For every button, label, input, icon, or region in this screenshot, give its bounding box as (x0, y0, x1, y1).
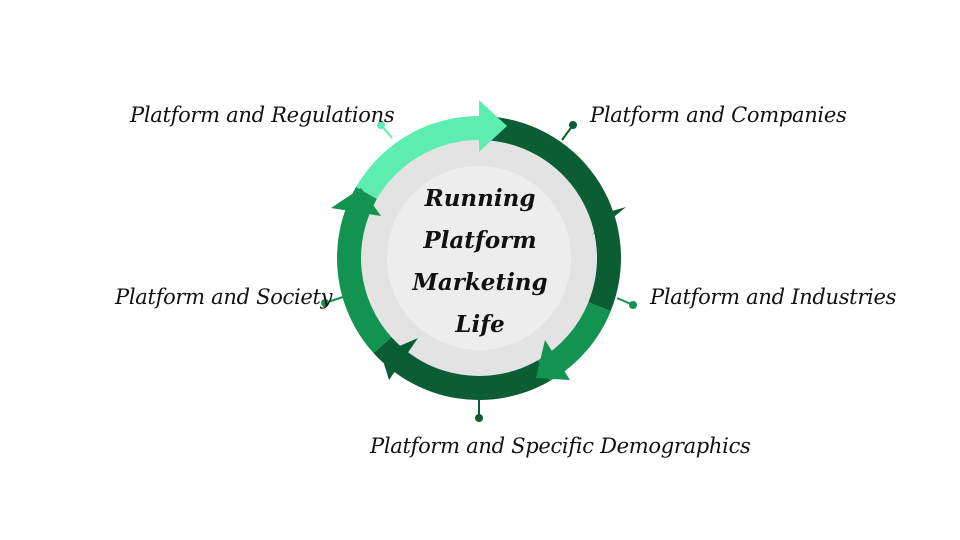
label-companies: Platform and Companies (590, 103, 847, 127)
connector-society (321, 296, 344, 307)
arrowhead-right-lower (536, 340, 570, 380)
label-industries: Platform and Industries (650, 285, 897, 309)
arrowhead-top (479, 100, 507, 152)
connector-companies (561, 121, 577, 141)
inner-disc-highlight (387, 166, 571, 350)
ring-segment-top-right (489, 116, 621, 312)
label-regulations: Platform and Regulations (130, 103, 395, 127)
ring-segment-bottom (373, 336, 550, 400)
center-title-line-4: Life (455, 311, 505, 338)
center-title: Running Platform Marketing Life (380, 178, 580, 346)
center-title-line-2: Platform (423, 227, 537, 254)
label-demographics: Platform and Specific Demographics (370, 434, 751, 458)
arrowhead-right-upper (592, 207, 626, 235)
center-title-line-3: Marketing (412, 269, 548, 296)
arrowhead-bottom-left (381, 338, 418, 380)
connector-demographics (475, 398, 483, 422)
center-title-line-1: Running (424, 185, 536, 212)
label-society: Platform and Society (115, 285, 333, 309)
ring-segment-top-left (356, 116, 492, 199)
connector-industries (616, 297, 637, 309)
ring-segment-left (337, 187, 392, 354)
arrowhead-left (331, 188, 381, 216)
connector-regulations (377, 121, 393, 139)
